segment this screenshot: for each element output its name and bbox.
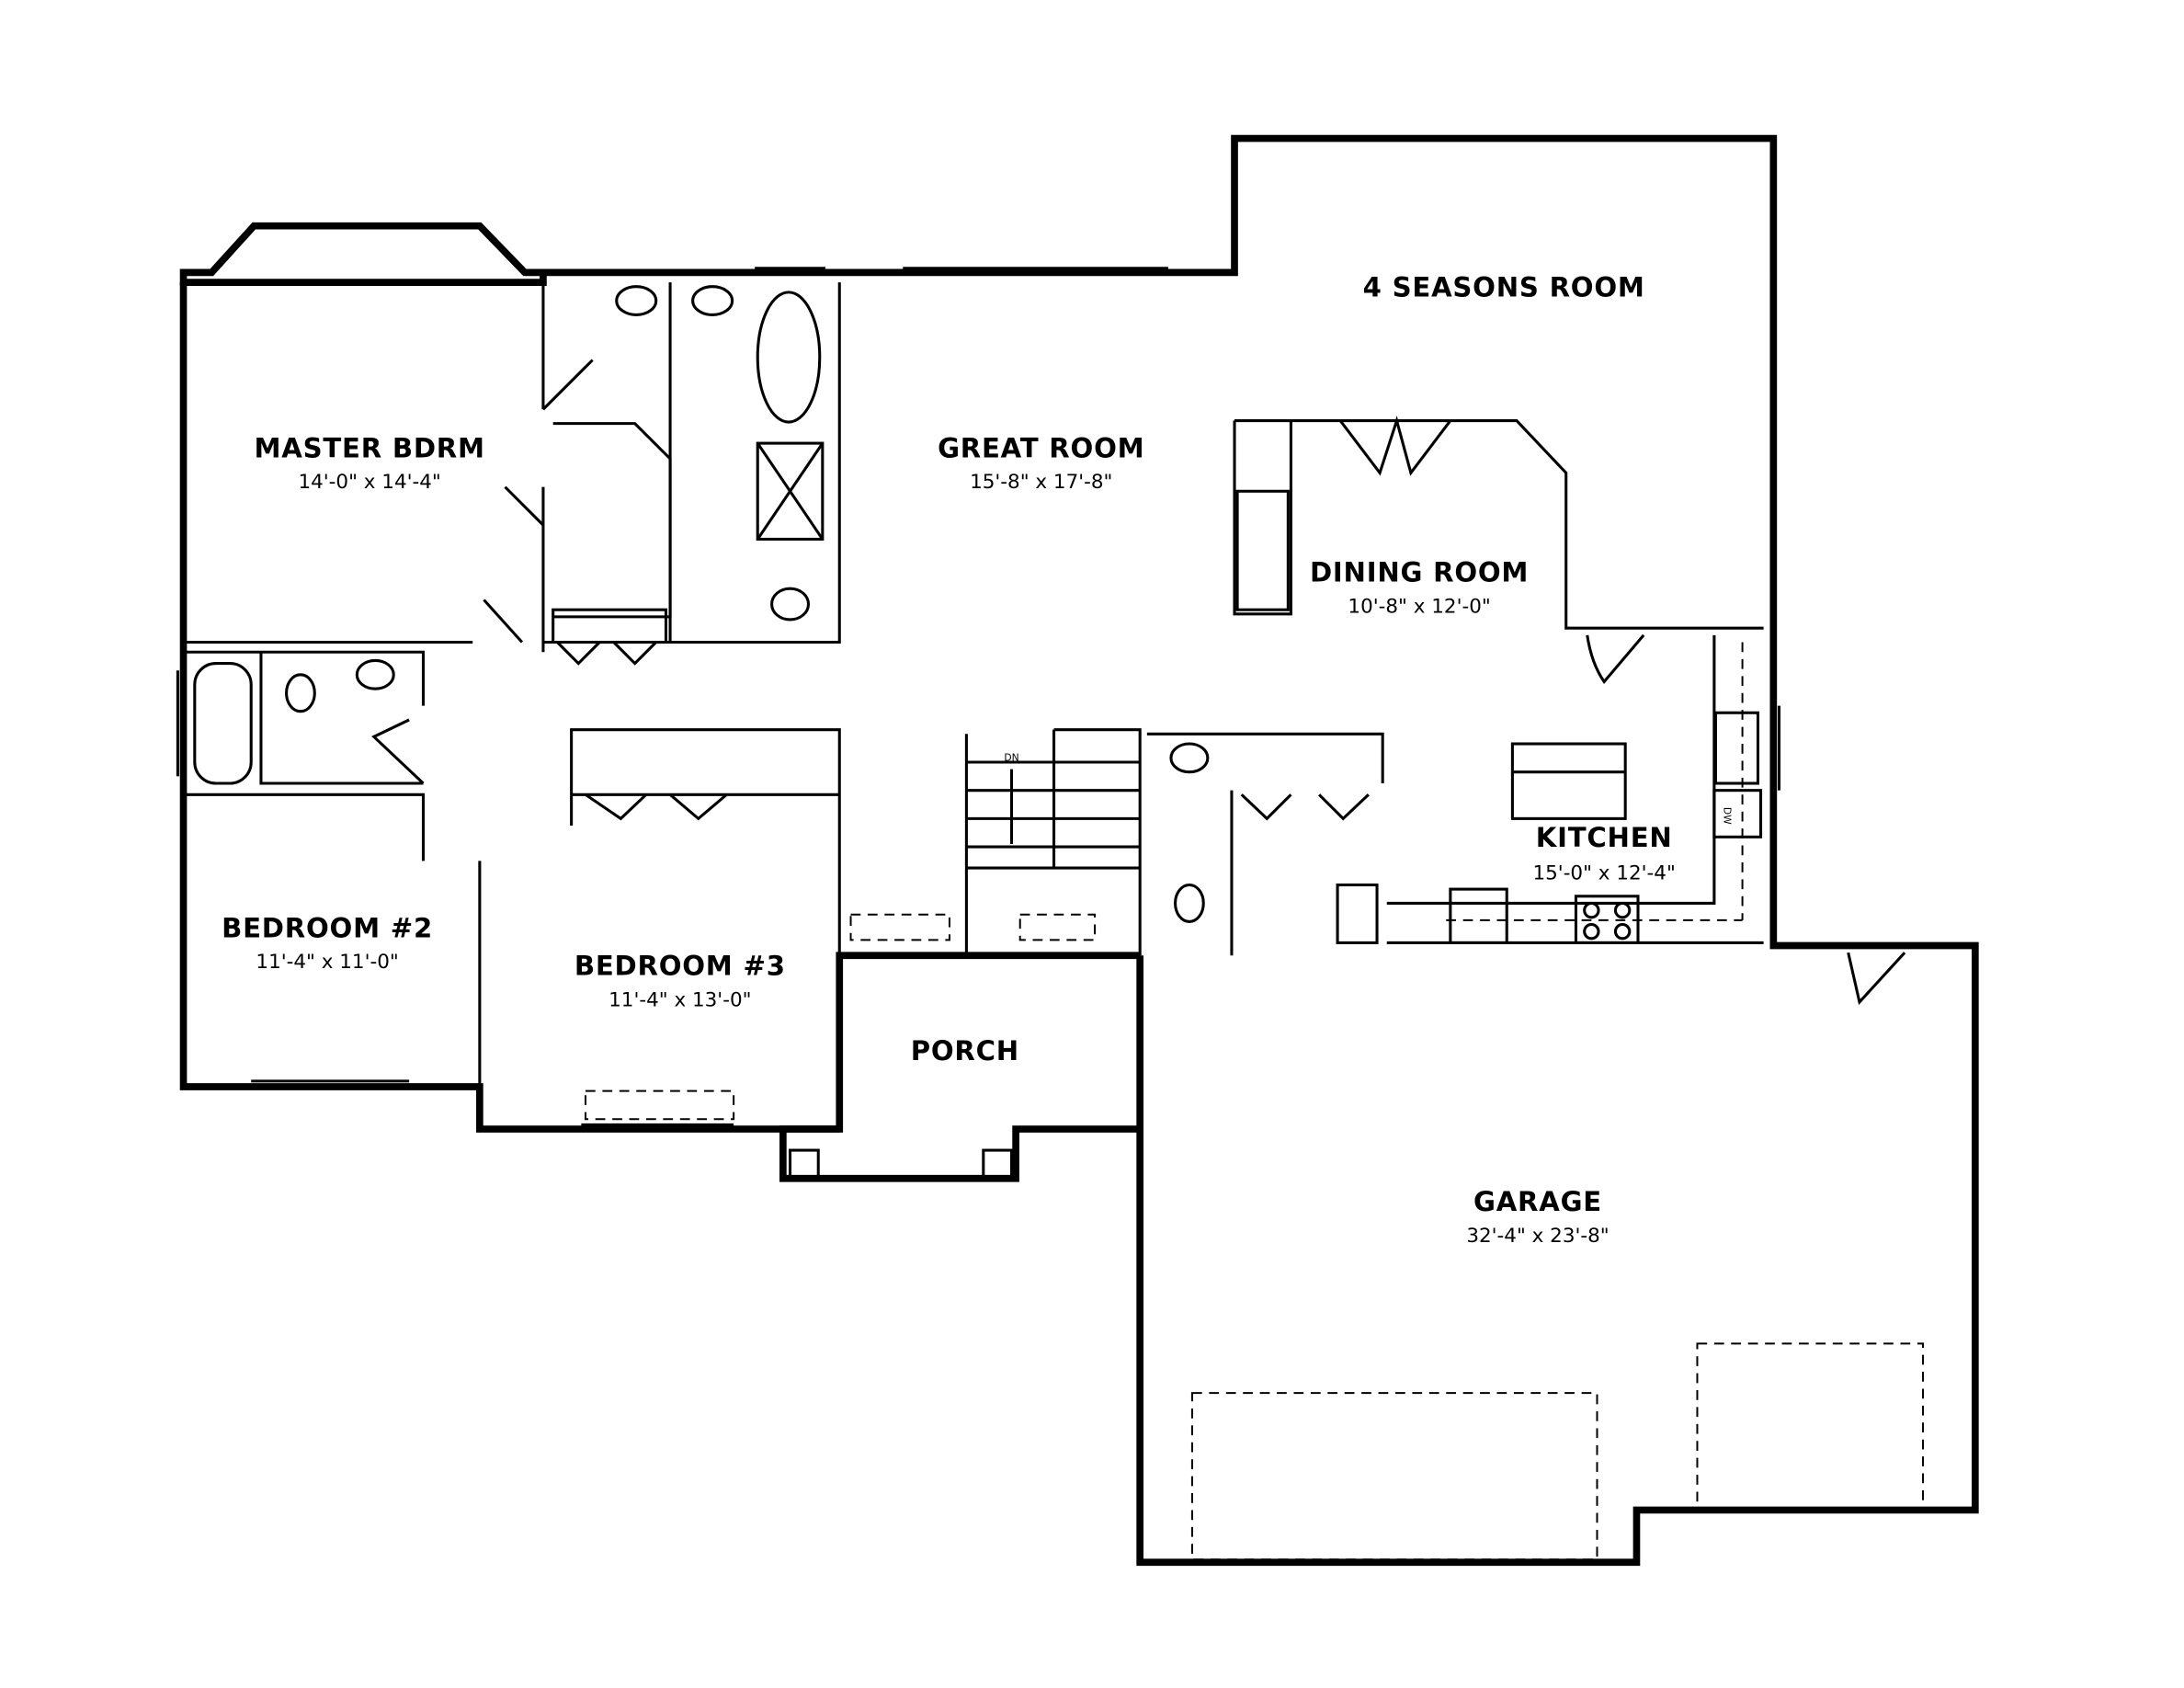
bedroom-3-size: 11'-4" x 13'-0" bbox=[609, 989, 751, 1012]
room-labels: 4 SEASONS ROOM MASTER BDRM 14'-0" x 14'-… bbox=[222, 271, 1676, 1247]
seasons-room-label: 4 SEASONS ROOM bbox=[1363, 271, 1645, 302]
kitchen-label: KITCHEN bbox=[1536, 822, 1673, 853]
porch-label: PORCH bbox=[911, 1035, 1019, 1066]
garage-size: 32'-4" x 23'-8" bbox=[1466, 1225, 1609, 1248]
interior-walls: DN DW bbox=[183, 282, 1925, 1561]
master-bdrm-size: 14'-0" x 14'-4" bbox=[298, 471, 440, 494]
exterior-walls bbox=[176, 134, 1979, 1567]
dishwasher-label: DW bbox=[1722, 807, 1734, 825]
great-room-size: 15'-8" x 17'-8" bbox=[970, 471, 1112, 494]
master-bdrm-label: MASTER BDRM bbox=[254, 432, 484, 463]
kitchen-size: 15'-0" x 12'-4" bbox=[1532, 861, 1675, 884]
stairs-down-label: DN bbox=[1004, 751, 1018, 763]
garage-label: GARAGE bbox=[1473, 1186, 1602, 1217]
stairs: DN bbox=[966, 729, 1141, 870]
bedroom-3-label: BEDROOM #3 bbox=[574, 951, 786, 982]
dining-room-label: DINING ROOM bbox=[1310, 557, 1529, 588]
dining-room-size: 10'-8" x 12'-0" bbox=[1348, 595, 1490, 618]
bedroom-2-label: BEDROOM #2 bbox=[222, 912, 433, 943]
great-room-label: GREAT ROOM bbox=[938, 432, 1144, 463]
bedroom-2-size: 11'-4" x 11'-0" bbox=[256, 951, 398, 974]
